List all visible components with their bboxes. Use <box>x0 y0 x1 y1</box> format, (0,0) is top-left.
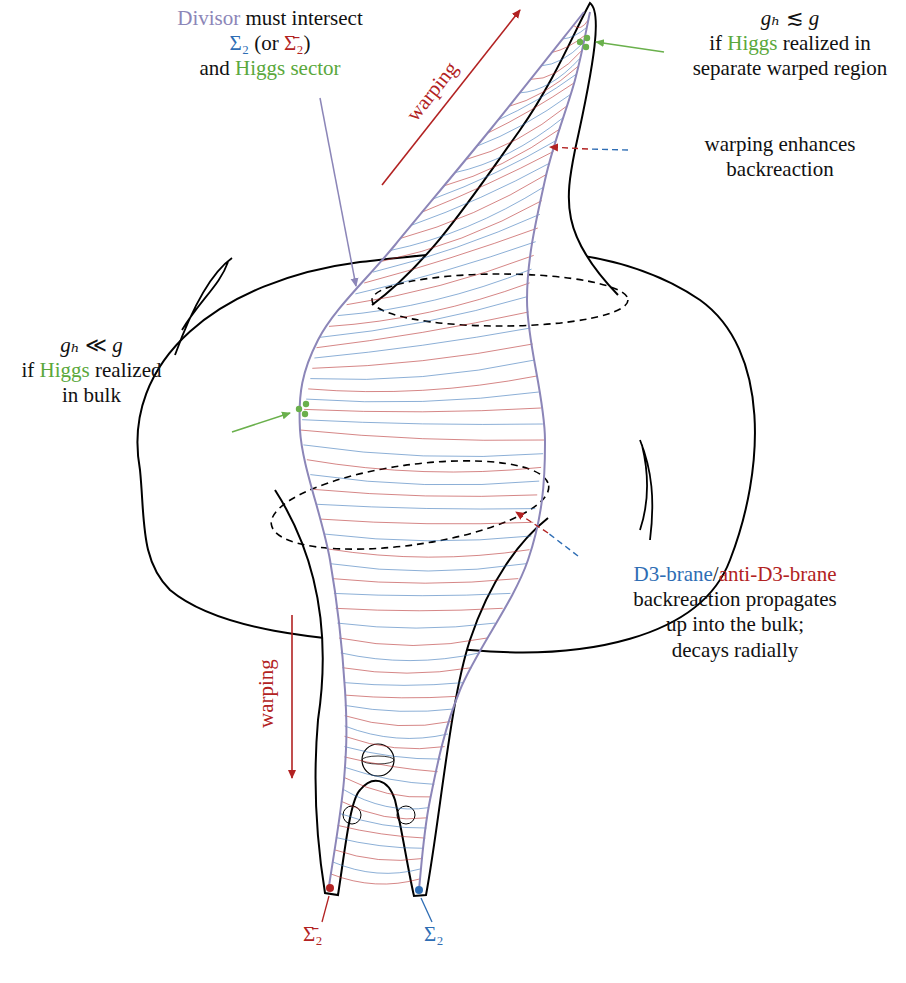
brane-stroke <box>330 564 526 571</box>
brane-point <box>415 886 423 894</box>
brane-stroke <box>302 420 543 425</box>
brane-stroke <box>310 475 539 485</box>
brane-stroke <box>455 117 564 173</box>
brane-stroke <box>310 360 534 380</box>
tip-sphere <box>362 744 394 776</box>
divisor-curve <box>300 12 584 886</box>
brane-stroke <box>324 534 531 541</box>
throat-fill <box>275 470 548 896</box>
callout-note: gₕ ≪ g if Higgs realized in bulk <box>4 333 179 409</box>
brane-stroke <box>433 140 557 199</box>
brane-stroke <box>373 214 540 272</box>
brane-stroke <box>312 344 532 368</box>
brane-stroke <box>338 825 426 838</box>
leader-line <box>596 42 664 52</box>
brane-stroke <box>345 716 452 726</box>
leader-line <box>232 413 290 432</box>
warping-arrow <box>291 615 293 778</box>
brane-stroke <box>345 726 448 738</box>
callout-note: D3-brane/anti-D3-brane backreaction prop… <box>590 562 880 663</box>
brane-stroke <box>411 163 550 225</box>
brane-stroke <box>306 392 539 402</box>
leader-line <box>320 98 356 286</box>
brane-stroke <box>336 838 424 849</box>
brane-stroke <box>336 608 503 610</box>
brane-stroke <box>332 579 518 584</box>
throat-wall <box>275 490 548 896</box>
leader-line <box>516 512 548 533</box>
brane-stroke <box>343 789 429 809</box>
brane-stroke <box>334 593 511 595</box>
brane-stroke <box>331 874 421 884</box>
brane-stroke <box>339 813 426 828</box>
brane-stroke <box>300 430 545 440</box>
brane-stroke <box>345 695 458 698</box>
leader-line <box>550 147 588 149</box>
throat-mouth <box>266 446 554 564</box>
leader-line <box>322 896 329 922</box>
leader-line <box>421 898 432 922</box>
callout-note: warping enhances backreaction <box>660 132 900 182</box>
brane-stroke <box>541 43 583 66</box>
brane-stroke <box>344 767 434 784</box>
brane-stroke <box>304 408 541 412</box>
brane-stroke <box>337 623 495 628</box>
brane-stroke <box>345 705 455 711</box>
brane-stroke <box>341 801 428 819</box>
higgs-dots <box>296 35 590 417</box>
brane-stroke <box>364 228 538 283</box>
brane-stroke <box>342 668 471 673</box>
brane-stroke <box>400 174 546 238</box>
brane-stroke <box>530 51 581 80</box>
brane-stroke <box>391 187 544 251</box>
anti-brane-point <box>326 884 334 892</box>
axis-label: warping <box>253 660 278 729</box>
brane-stroke <box>444 129 561 186</box>
locus-label: Σ̄₂ <box>303 922 323 947</box>
brane-stroke <box>317 504 535 509</box>
handle-hole <box>640 440 652 540</box>
brane-stroke <box>339 638 487 646</box>
warping-arrow <box>382 10 520 185</box>
tip-sphere <box>362 756 394 764</box>
brane-stroke <box>344 777 431 797</box>
locus-label: Σ₂ <box>424 922 444 947</box>
throat-wall <box>372 3 618 305</box>
brane-stroke <box>332 862 421 874</box>
leader-line <box>548 533 578 556</box>
brane-stroke <box>422 151 553 212</box>
axis-label: warping <box>401 57 463 127</box>
brane-stroke <box>307 460 541 472</box>
brane-stroke <box>334 850 423 861</box>
brane-stroke <box>327 549 529 557</box>
brane-stroke <box>341 653 480 661</box>
brane-stroke <box>308 376 537 392</box>
brane-stroke <box>329 283 530 327</box>
brane-stroke <box>321 519 534 524</box>
brane-stroke <box>314 489 538 496</box>
callout-note: gₕ ≲ g if Higgs realized in separate war… <box>690 6 890 82</box>
handle-hole <box>175 258 232 355</box>
divisor-curve <box>419 12 590 889</box>
brane-stroke <box>344 683 464 686</box>
callout-note: Divisor must intersect Σ₂ (or Σ̄₂) and H… <box>140 6 400 82</box>
leader-line <box>588 149 628 150</box>
brane-stroke <box>317 312 529 348</box>
brane-stroke <box>355 242 535 294</box>
brane-stroke <box>303 445 543 457</box>
